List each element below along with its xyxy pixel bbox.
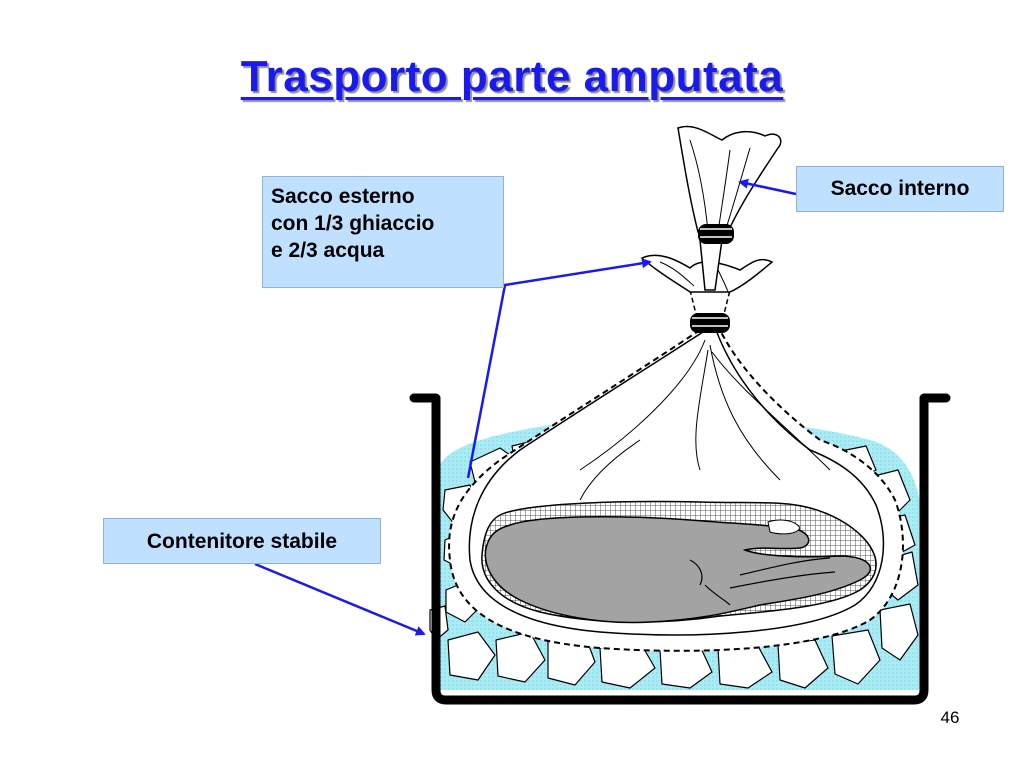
outer-bag-label-line-3: e 2/3 acqua: [271, 239, 385, 262]
thumbnail: [767, 519, 801, 535]
bag-wrinkles: [579, 339, 831, 501]
inner-bag-neck: [677, 125, 782, 291]
arrow-inner-bag: [738, 178, 797, 196]
arrow-container: [254, 562, 426, 636]
inner-bag-label: Sacco interno: [796, 166, 1004, 212]
outer-bag-label-line-1: Sacco esterno: [271, 185, 415, 208]
outer-bag-label-line-2: con 1/3 ghiaccio: [271, 212, 435, 235]
slide-title: Trasporto parte amputata: [240, 52, 784, 101]
outer-bag-label: Sacco esterno con 1/3 ghiaccio e 2/3 acq…: [262, 176, 504, 288]
page-number: 46: [940, 708, 960, 727]
container-label: Contenitore stabile: [103, 518, 381, 564]
finger-lines: [689, 557, 836, 606]
arrow-outer-bag: [466, 258, 652, 479]
amputated-hand: [484, 515, 872, 624]
stable-container: [409, 393, 951, 705]
callout-arrows: [254, 178, 797, 636]
